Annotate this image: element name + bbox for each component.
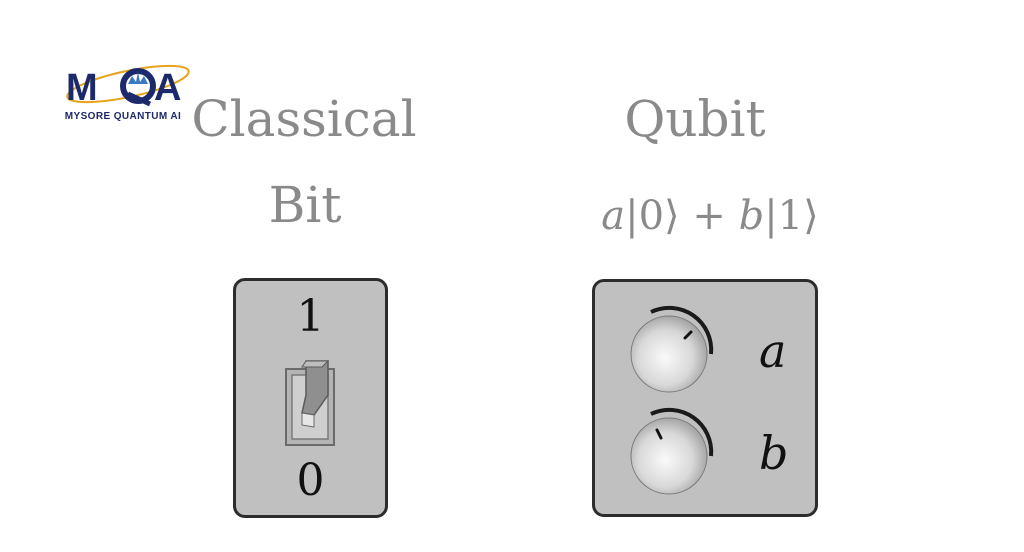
switch-label-1: 1 (296, 291, 325, 342)
qubit-title: Qubit (624, 90, 766, 148)
formula-ket1: |1⟩ (764, 193, 819, 239)
formula-ket0: |0⟩ (625, 193, 680, 239)
logo-tagline: MYSORE QUANTUM AI (64, 111, 182, 122)
formula-plus: + (679, 193, 739, 239)
dial-knob-a-icon[interactable] (621, 304, 717, 400)
formula-coef-b: b (738, 193, 765, 239)
knob-b-label: b (759, 426, 789, 480)
mqa-logo: M A MYSORE QUANTUM AI (58, 62, 194, 126)
svg-text:A: A (154, 67, 181, 109)
qubit-formula: a|0⟩ + b|1⟩ (580, 196, 840, 236)
formula-coef-a: a (601, 193, 626, 239)
toggle-switch-icon (285, 360, 335, 446)
qubit-panel: a b (592, 279, 818, 517)
svg-text:M: M (66, 67, 98, 109)
knob-a-label: a (759, 324, 787, 378)
mqa-logo-mark: M A (66, 64, 190, 109)
bit-title: Bit (268, 176, 342, 234)
dial-knob-b-icon[interactable] (621, 406, 717, 502)
classical-bit-panel: 1 0 (233, 278, 388, 518)
switch-label-0: 0 (296, 455, 325, 506)
classical-title: Classical (191, 90, 417, 148)
